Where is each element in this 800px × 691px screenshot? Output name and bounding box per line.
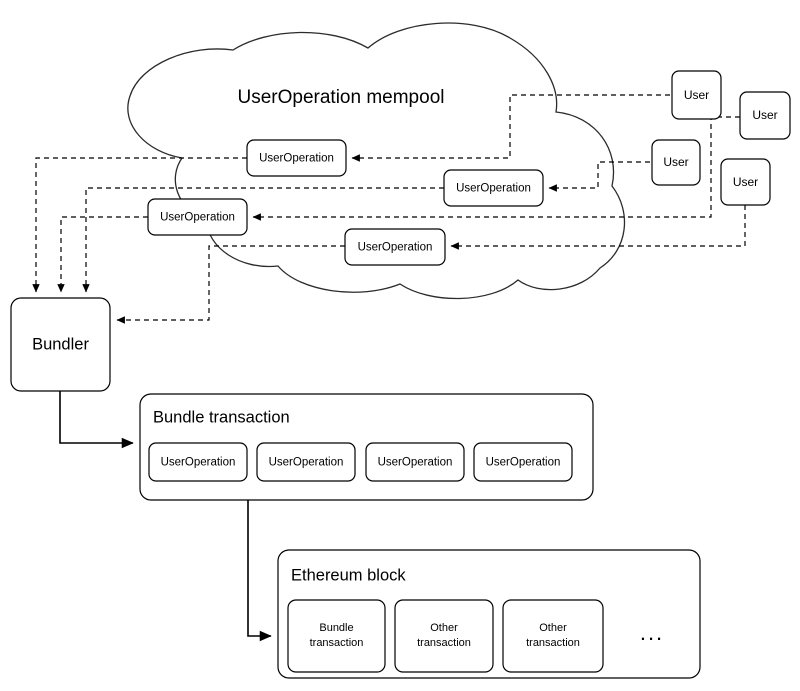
mempool-operation-3[interactable]: UserOperation bbox=[147, 198, 248, 236]
bundle-operation-label-4: UserOperation bbox=[486, 457, 561, 469]
bundle-operation-box-2[interactable] bbox=[256, 442, 356, 482]
ethereum-transaction-label-3-line2: transaction bbox=[526, 637, 580, 649]
ethereum-transaction-box-3[interactable] bbox=[502, 599, 604, 673]
ethereum-transaction-box-2[interactable] bbox=[394, 599, 494, 673]
edge-user1-to-operation1 bbox=[351, 94, 670, 162]
bundle-operation-1[interactable]: UserOperation bbox=[148, 442, 248, 482]
mempool-operation-label-3: UserOperation bbox=[160, 212, 235, 224]
mempool-title: UserOperation mempool bbox=[238, 87, 445, 108]
ethereum-transaction-label-2-line2: transaction bbox=[417, 637, 471, 649]
user-box-2[interactable] bbox=[739, 91, 791, 140]
ethereum-block-title: Ethereum block bbox=[291, 566, 406, 584]
bundle-transaction-node[interactable]: Bundle transaction UserOperation UserOpe… bbox=[139, 393, 594, 501]
bundle-operation-label-3: UserOperation bbox=[378, 457, 453, 469]
user-label-3: User bbox=[663, 155, 688, 169]
edge-bundle-transaction-to-ethereum-block bbox=[247, 500, 272, 642]
mempool-operation-4[interactable]: UserOperation bbox=[344, 228, 446, 266]
user-box-1[interactable] bbox=[671, 70, 722, 120]
mempool-operation-label-2: UserOperation bbox=[456, 183, 531, 195]
ethereum-transaction-box-1[interactable] bbox=[287, 599, 386, 673]
mempool-operation-box-1[interactable] bbox=[246, 139, 347, 177]
bundle-operation-4[interactable]: UserOperation bbox=[473, 442, 573, 482]
ethereum-block-node[interactable]: Ethereum block Bundle transaction Other … bbox=[277, 549, 701, 679]
edge-user3-to-operation2 bbox=[548, 161, 650, 192]
mempool-operation-label-1: UserOperation bbox=[259, 153, 334, 165]
bundler-label: Bundler bbox=[32, 335, 89, 353]
mempool-operation-label-4: UserOperation bbox=[358, 242, 433, 254]
bundle-operation-box-3[interactable] bbox=[365, 442, 465, 482]
bundle-operation-label-1: UserOperation bbox=[161, 457, 236, 469]
bundle-transaction-title: Bundle transaction bbox=[153, 408, 290, 426]
user-node-3[interactable]: User bbox=[651, 139, 701, 186]
bundle-operation-box-1[interactable] bbox=[148, 442, 248, 482]
user-label-4: User bbox=[733, 175, 758, 189]
mempool-cloud: UserOperation mempool bbox=[127, 22, 626, 300]
mempool-operation-box-2[interactable] bbox=[443, 169, 544, 207]
ethereum-transaction-label-1-line1: Bundle bbox=[319, 622, 353, 634]
user-label-1: User bbox=[684, 88, 709, 102]
user-box-3[interactable] bbox=[651, 139, 701, 186]
edge-operation3-to-bundler bbox=[57, 216, 148, 293]
bundle-operation-box-4[interactable] bbox=[473, 442, 573, 482]
edge-operation2-to-bundler bbox=[82, 187, 444, 293]
ethereum-transaction-3[interactable]: Other transaction bbox=[502, 599, 604, 673]
mempool-operation-box-4[interactable] bbox=[344, 228, 446, 266]
ethereum-transaction-label-2-line1: Other bbox=[430, 622, 458, 634]
user-label-2: User bbox=[752, 108, 777, 122]
ethereum-transaction-1[interactable]: Bundle transaction bbox=[287, 599, 386, 673]
mempool-operation-box-3[interactable] bbox=[147, 198, 248, 236]
edge-operation1-to-bundler bbox=[32, 157, 247, 293]
edge-operation4-to-bundler bbox=[116, 245, 345, 324]
bundle-operation-3[interactable]: UserOperation bbox=[365, 442, 465, 482]
ethereum-transaction-label-3-line1: Other bbox=[539, 622, 567, 634]
user-box-4[interactable] bbox=[720, 158, 771, 206]
bundler-node[interactable]: Bundler bbox=[10, 297, 111, 392]
edge-bundler-to-bundle-transaction bbox=[59, 391, 134, 449]
ethereum-block-ellipsis: ... bbox=[640, 620, 664, 645]
ethereum-transaction-label-1-line2: transaction bbox=[310, 637, 364, 649]
ethereum-transaction-2[interactable]: Other transaction bbox=[394, 599, 494, 673]
edge-user4-to-operation4 bbox=[450, 205, 746, 250]
bundle-operation-label-2: UserOperation bbox=[269, 457, 344, 469]
bundle-operation-2[interactable]: UserOperation bbox=[256, 442, 356, 482]
mempool-operation-1[interactable]: UserOperation bbox=[246, 139, 347, 177]
user-node-2[interactable]: User bbox=[739, 91, 791, 140]
user-node-4[interactable]: User bbox=[720, 158, 771, 206]
mempool-operation-2[interactable]: UserOperation bbox=[443, 169, 544, 207]
user-node-1[interactable]: User bbox=[671, 70, 722, 120]
